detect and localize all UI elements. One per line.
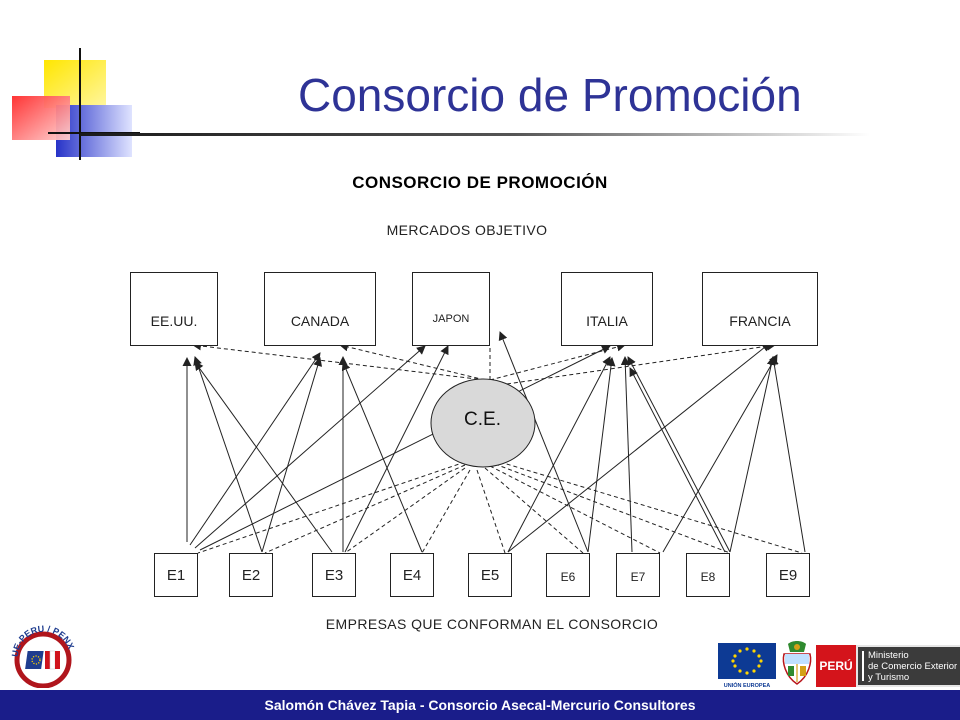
- market-box-francia: FRANCIA: [702, 272, 818, 346]
- market-label: EE.UU.: [150, 313, 198, 329]
- peru-word: PERÚ: [819, 658, 852, 673]
- company-label: E7: [630, 570, 646, 584]
- union-europea-logo: UNIÓN EUROPEA: [718, 643, 776, 689]
- ce-node: [430, 378, 536, 468]
- market-label: JAPON: [432, 313, 470, 325]
- company-box-e6: E6: [546, 553, 590, 597]
- companies-label: EMPRESAS QUE CONFORMAN EL CONSORCIO: [325, 616, 659, 632]
- company-box-e7: E7: [616, 553, 660, 597]
- company-box-e8: E8: [686, 553, 730, 597]
- footer-bar: [0, 690, 960, 720]
- mincetur-line-1: Ministerio: [868, 650, 909, 661]
- svg-text:Ministerio de Comercio Ext: Ministerio de Comercio Exterior y Turism…: [868, 650, 960, 683]
- company-box-e5: E5: [468, 553, 512, 597]
- company-label: E1: [166, 567, 186, 584]
- market-label: CANADA: [290, 313, 350, 329]
- markets-label: MERCADOS OBJETIVO: [386, 222, 548, 238]
- market-box-italia: ITALIA: [561, 272, 653, 346]
- company-box-e4: E4: [390, 553, 434, 597]
- decorative-squares: [12, 48, 140, 160]
- company-label: E3: [324, 567, 344, 584]
- market-box-canada: CANADA: [264, 272, 376, 346]
- company-label: E5: [480, 567, 500, 584]
- mincetur-line-3: y Turismo: [868, 672, 909, 683]
- title-underline: [80, 133, 870, 136]
- market-box-japon: JAPON: [412, 272, 490, 346]
- market-label: FRANCIA: [729, 313, 791, 329]
- market-label: ITALIA: [586, 313, 628, 329]
- slide-title: Consorcio de Promoción: [298, 69, 802, 121]
- company-box-e2: E2: [229, 553, 273, 597]
- mincetur-line-2: de Comercio Exterior: [868, 661, 957, 672]
- company-box-e1: E1: [154, 553, 198, 597]
- company-box-e3: E3: [312, 553, 356, 597]
- company-label: E9: [778, 567, 798, 584]
- company-box-e9: E9: [766, 553, 810, 597]
- company-label: E6: [560, 570, 576, 584]
- ce-label: C.E.: [464, 409, 501, 430]
- eu-caption: UNIÓN EUROPEA: [724, 681, 770, 689]
- mincetur-logo: PERÚ Ministerio de Comercio Exterior y T…: [816, 645, 960, 687]
- footer-text: Salomón Chávez Tapia - Consorcio Asecal-…: [264, 697, 696, 713]
- company-label: E2: [241, 567, 261, 584]
- peru-coat-of-arms-icon: [782, 641, 812, 685]
- diagram-title: CONSORCIO DE PROMOCIÓN: [352, 173, 608, 192]
- market-box-eeuu: EE.UU.: [130, 272, 218, 346]
- company-label: E8: [700, 570, 716, 584]
- company-label: E4: [402, 567, 422, 584]
- ue-peru-penx-logo: UE-PERU / PENX: [10, 624, 76, 688]
